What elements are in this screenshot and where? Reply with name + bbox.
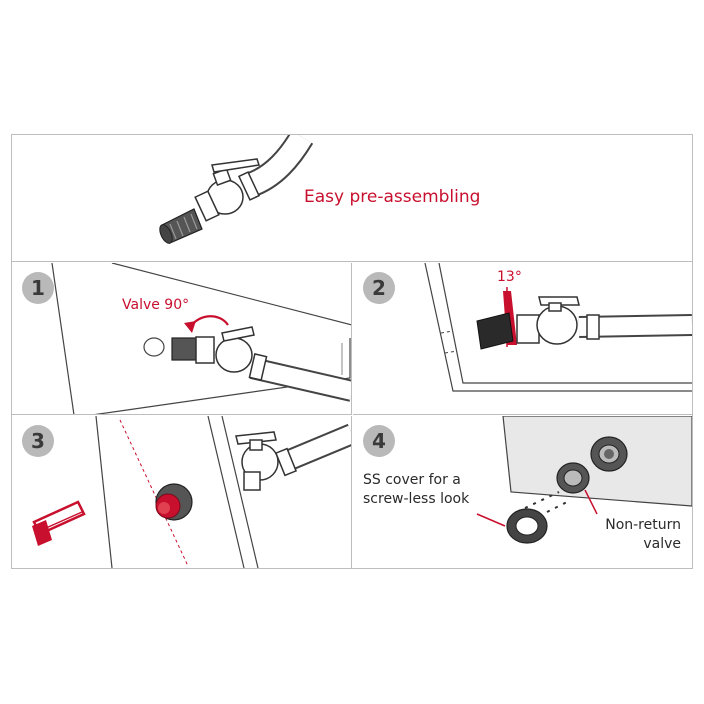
valve-angle-label: Valve 90° [122,297,190,313]
pre-assembled-valve-illustration [159,135,314,244]
panel-step-2: 2 13° [353,263,692,415]
diagram-frame [11,134,693,569]
step-4-illustration [476,416,692,544]
step-3-badge: 3 [22,425,54,457]
panel-pre-assembling: Easy pre-assembling [12,135,692,262]
step-4-badge: 4 [363,425,395,457]
step-2-illustration [424,263,692,392]
step-1-badge: 1 [22,272,54,304]
panel-step-1: 1 Valve 90° [12,263,352,415]
headline-text: Easy pre-assembling [304,187,481,207]
ss-cover-label: SS cover for a screw-less look [363,472,470,507]
panel-step-4: 4 SS cover for a screw-less look Non-ret… [353,416,692,568]
angle-label: 13° [497,269,522,285]
saw-icon [32,500,86,546]
step-3-illustration [32,416,351,568]
panel-step-3: 3 [12,416,352,568]
non-return-valve-label: Non-return valve [605,517,681,552]
step-2-badge: 2 [363,272,395,304]
step-1-illustration [51,263,351,414]
